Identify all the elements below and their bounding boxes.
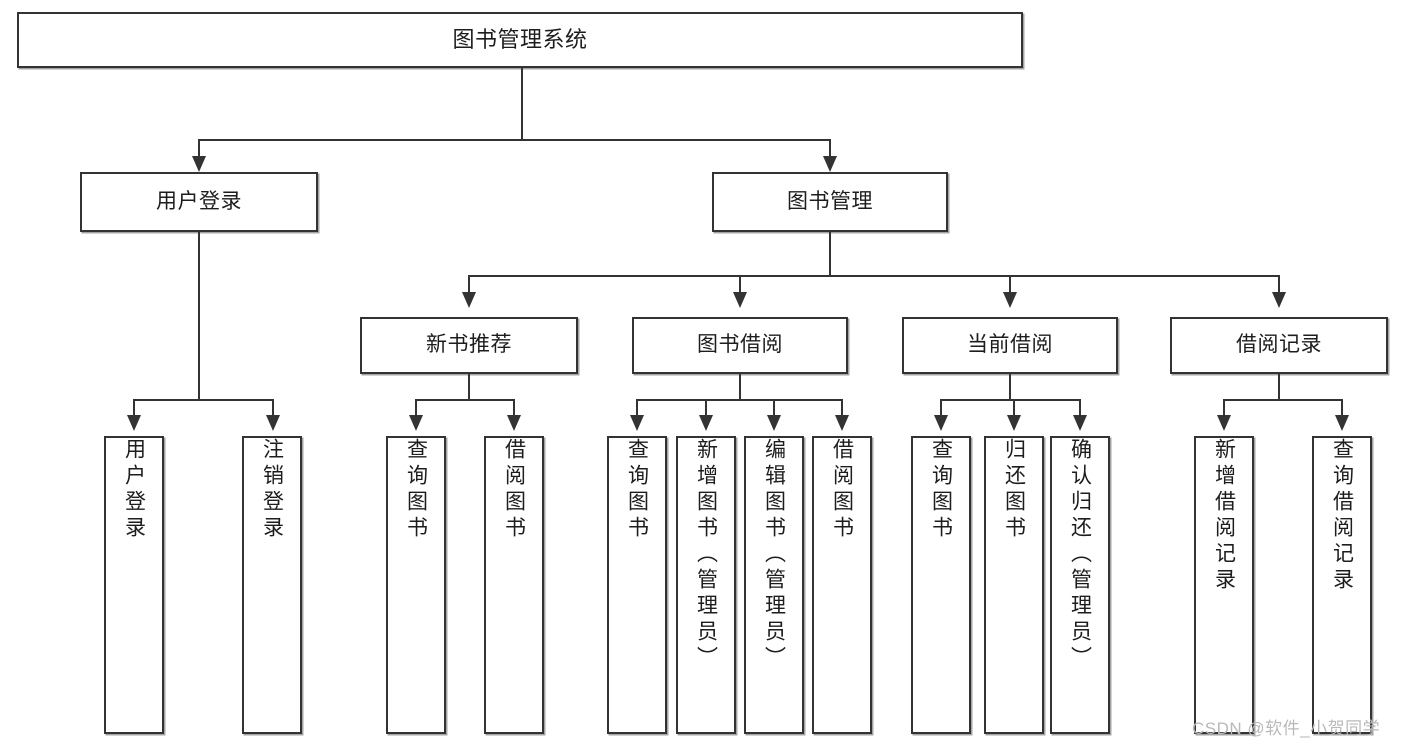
leaf-label: 注销登录 — [260, 438, 284, 542]
leaf-label: 确认归还（管理员） — [1068, 438, 1092, 672]
connector-level3-bus — [468, 275, 1279, 277]
arrow-to-leaf-borrow-book-new — [507, 415, 521, 431]
arrow-to-borrow-record — [1272, 292, 1286, 308]
leaf-node-borrow-book[interactable]: 借阅图书 — [812, 436, 872, 734]
arrow-to-book-manage — [823, 156, 837, 172]
node-label: 图书借阅 — [697, 333, 783, 357]
arrow-to-leaf-add-record — [1217, 415, 1231, 431]
arrow-to-leaf-return-book — [1007, 415, 1021, 431]
connector-level3-drop-3 — [1009, 275, 1011, 295]
node-user-login[interactable]: 用户登录 — [80, 172, 318, 232]
connector-borrowrecord-bus — [1223, 399, 1342, 401]
connector-currentborrow-bus — [940, 399, 1080, 401]
connector-level2-drop-user — [198, 139, 200, 159]
leaf-label: 新增图书（管理员） — [694, 438, 718, 672]
connector-newbook-drop-1 — [415, 399, 417, 417]
arrow-to-leaf-add-book — [699, 415, 713, 431]
node-book-manage[interactable]: 图书管理 — [712, 172, 948, 232]
node-label: 借阅记录 — [1236, 333, 1322, 357]
arrow-to-leaf-logout-login — [266, 415, 280, 431]
arrow-to-leaf-edit-book — [767, 415, 781, 431]
connector-borrowrecord-drop-1 — [1223, 399, 1225, 417]
leaf-node-borrow-book-new[interactable]: 借阅图书 — [484, 436, 544, 734]
arrow-to-new-book-recommend — [462, 292, 476, 308]
connector-currentborrow-drop-3 — [1079, 399, 1081, 417]
node-book-borrow[interactable]: 图书借阅 — [632, 317, 848, 374]
leaf-node-logout-login[interactable]: 注销登录 — [242, 436, 302, 734]
connector-level3-drop-1 — [468, 275, 470, 295]
connector-bookborrow-drop-2 — [705, 399, 707, 417]
connector-level3-drop-2 — [739, 275, 741, 295]
arrow-to-leaf-borrow-book — [835, 415, 849, 431]
connector-root-stem — [521, 68, 523, 140]
leaf-label: 查询图书 — [404, 438, 428, 542]
node-label: 当前借阅 — [967, 333, 1053, 357]
connector-userlogin-drop-1 — [133, 399, 135, 417]
node-borrow-record[interactable]: 借阅记录 — [1170, 317, 1388, 374]
arrow-to-leaf-query-book-new — [409, 415, 423, 431]
arrow-to-current-borrow — [1003, 292, 1017, 308]
connector-newbook-bus — [415, 399, 514, 401]
arrow-to-leaf-query-record — [1335, 415, 1349, 431]
leaf-label: 编辑图书（管理员） — [762, 438, 786, 672]
connector-currentborrow-drop-1 — [940, 399, 942, 417]
connector-userlogin-stem — [198, 232, 200, 400]
connector-bookborrow-stem — [739, 374, 741, 400]
leaf-label: 借阅图书 — [830, 438, 854, 542]
arrow-to-leaf-user-login — [127, 415, 141, 431]
arrow-to-book-borrow — [733, 292, 747, 308]
leaf-label: 新增借阅记录 — [1212, 438, 1236, 594]
leaf-label: 查询图书 — [625, 438, 649, 542]
connector-bookborrow-drop-1 — [636, 399, 638, 417]
connector-bookmanage-stem — [829, 232, 831, 276]
node-label: 用户登录 — [156, 189, 242, 213]
arrow-to-leaf-query-book-borrow — [630, 415, 644, 431]
leaf-node-confirm-return[interactable]: 确认归还（管理员） — [1050, 436, 1110, 734]
connector-newbook-drop-2 — [513, 399, 515, 417]
leaf-node-edit-book[interactable]: 编辑图书（管理员） — [744, 436, 804, 734]
leaf-node-user-login[interactable]: 用户登录 — [104, 436, 164, 734]
leaf-label: 归还图书 — [1002, 438, 1026, 542]
arrow-to-leaf-confirm-return — [1073, 415, 1087, 431]
node-label: 图书管理 — [787, 189, 873, 213]
connector-level3-drop-4 — [1278, 275, 1280, 295]
node-label: 图书管理系统 — [452, 27, 588, 53]
leaf-node-query-record[interactable]: 查询借阅记录 — [1312, 436, 1372, 734]
connector-userlogin-drop-2 — [272, 399, 274, 417]
leaf-label: 查询借阅记录 — [1330, 438, 1354, 594]
connector-newbook-stem — [468, 374, 470, 400]
connector-bookborrow-drop-3 — [773, 399, 775, 417]
arrow-to-leaf-query-book-cur — [934, 415, 948, 431]
connector-bookborrow-drop-4 — [841, 399, 843, 417]
connector-currentborrow-drop-2 — [1013, 399, 1015, 417]
arrow-to-user-login — [192, 156, 206, 172]
leaf-label: 借阅图书 — [502, 438, 526, 542]
leaf-label: 查询图书 — [929, 438, 953, 542]
connector-level2-bus — [198, 139, 831, 141]
node-current-borrow[interactable]: 当前借阅 — [902, 317, 1118, 374]
connector-borrowrecord-stem — [1278, 374, 1280, 400]
connector-borrowrecord-drop-2 — [1341, 399, 1343, 417]
node-root-system[interactable]: 图书管理系统 — [17, 12, 1023, 68]
leaf-node-return-book[interactable]: 归还图书 — [984, 436, 1044, 734]
leaf-node-add-record[interactable]: 新增借阅记录 — [1194, 436, 1254, 734]
leaf-node-query-book-borrow[interactable]: 查询图书 — [607, 436, 667, 734]
leaf-node-query-book-cur[interactable]: 查询图书 — [911, 436, 971, 734]
node-new-book-recommend[interactable]: 新书推荐 — [360, 317, 578, 374]
connector-level2-drop-book — [829, 139, 831, 159]
node-label: 新书推荐 — [426, 333, 512, 357]
connector-bookborrow-bus — [636, 399, 843, 401]
leaf-node-query-book-new[interactable]: 查询图书 — [386, 436, 446, 734]
leaf-node-add-book[interactable]: 新增图书（管理员） — [676, 436, 736, 734]
connector-userlogin-bus — [133, 399, 274, 401]
connector-currentborrow-stem — [1009, 374, 1011, 400]
leaf-label: 用户登录 — [122, 438, 146, 542]
